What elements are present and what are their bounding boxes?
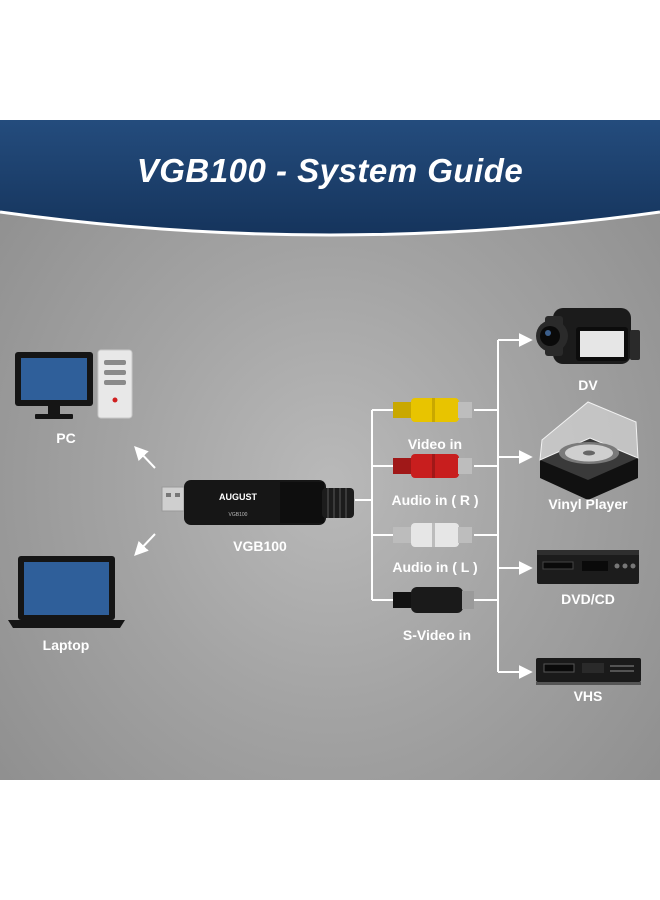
dv-label: DV [578,377,598,393]
camcorder-icon [536,308,640,364]
s-video-in-connector [393,587,474,613]
dvd-cd-label: DVD/CD [561,591,615,607]
video-in-label: Video in [407,436,463,452]
laptop-icon [8,556,125,628]
audio-in-r-connector [393,454,472,478]
source-bracket [474,340,499,672]
vhs-label: VHS [573,688,603,704]
cable-bracket [355,409,395,601]
audio-in-r-label: Audio in ( R ) [391,492,479,508]
diagram-canvas: VGB100 - System Guide [0,120,660,780]
s-video-in-label: S-Video in [402,627,472,643]
page-title: VGB100 - System Guide [136,152,524,189]
title-banner [0,120,660,237]
arrow-to-laptop [134,533,156,557]
diagram-graphics: AUGUST VGB100 [8,308,641,685]
audio-in-l-label: Audio in ( L ) [392,559,478,575]
dvd-player-icon [537,550,639,584]
vhs-player-icon [536,658,641,685]
video-in-connector [393,398,472,422]
turntable-icon [539,401,639,500]
device-brand-mark: AUGUST [219,492,258,502]
audio-in-l-connector [393,523,472,547]
vinyl-player-label: Vinyl Player [548,496,628,512]
vgb100-device: AUGUST VGB100 [161,480,354,525]
pc-label: PC [56,430,76,446]
desktop-pc-icon [15,349,133,419]
arrow-to-pc [134,445,156,469]
device-model-mark: VGB100 [229,512,248,518]
device-label: VGB100 [233,538,287,554]
laptop-label: Laptop [42,637,90,653]
